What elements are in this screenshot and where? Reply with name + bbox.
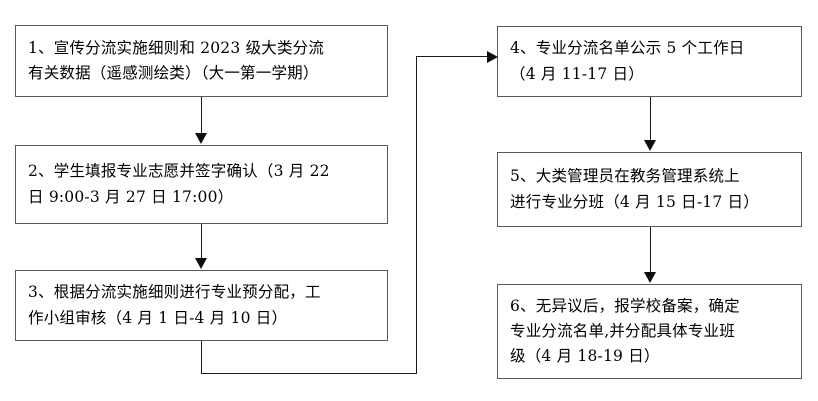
- connector-step-3-to-step-4-segment-up: [416, 56, 417, 374]
- flowchart-node-step-1[interactable]: 1、宣传分流实施细则和 2023 级大类分流 有关数据（遥感测绘类）（大一第一学…: [15, 25, 388, 97]
- connector-step-2-to-step-3-arrowhead: [195, 258, 207, 269]
- flowchart-node-step-3-text: 3、根据分流实施细则进行专业预分配，工 作小组审核（4 月 1 日-4 月 10…: [28, 283, 321, 327]
- connector-step-4-to-step-5-line: [650, 97, 651, 141]
- connector-step-1-to-step-2-arrowhead: [195, 133, 207, 144]
- flowchart-node-step-2[interactable]: 2、学生填报专业志愿并签字确认（3 月 22 日 9:00-3 月 27 日 1…: [15, 145, 388, 224]
- flowchart-node-step-5[interactable]: 5、大类管理员在教务管理系统上 进行专业分班（4 月 15 日-17 日）: [497, 152, 802, 227]
- connector-step-3-to-step-4-segment-down: [201, 341, 202, 374]
- flowchart-node-step-4-text: 4、专业分流名单公示 5 个工作日 （4 月 11-17 日）: [510, 39, 745, 83]
- connector-step-3-to-step-4-segment-right: [201, 373, 417, 374]
- flowchart-node-step-6-text: 6、无异议后，报学校备案，确定 专业分流名单,并分配具体专业班 级（4 月 18…: [510, 296, 740, 366]
- connector-step-3-to-step-4-arrowhead: [487, 51, 498, 63]
- connector-step-5-to-step-6-line: [650, 227, 651, 273]
- flowchart-node-step-1-text: 1、宣传分流实施细则和 2023 级大类分流 有关数据（遥感测绘类）（大一第一学…: [28, 38, 325, 82]
- connector-step-2-to-step-3-line: [201, 224, 202, 259]
- flowchart-node-step-3[interactable]: 3、根据分流实施细则进行专业预分配，工 作小组审核（4 月 1 日-4 月 10…: [15, 270, 388, 341]
- flowchart-node-step-4[interactable]: 4、专业分流名单公示 5 个工作日 （4 月 11-17 日）: [497, 26, 802, 97]
- flowchart-node-step-6[interactable]: 6、无异议后，报学校备案，确定 专业分流名单,并分配具体专业班 级（4 月 18…: [497, 284, 802, 379]
- flowchart-node-step-2-text: 2、学生填报专业志愿并签字确认（3 月 22 日 9:00-3 月 27 日 1…: [28, 162, 330, 206]
- connector-step-3-to-step-4-segment-enter: [416, 56, 489, 57]
- connector-step-5-to-step-6-arrowhead: [644, 272, 656, 283]
- connector-step-4-to-step-5-arrowhead: [644, 140, 656, 151]
- flowchart-node-step-5-text: 5、大类管理员在教务管理系统上 进行专业分班（4 月 15 日-17 日）: [510, 167, 759, 211]
- connector-step-1-to-step-2-line: [201, 97, 202, 134]
